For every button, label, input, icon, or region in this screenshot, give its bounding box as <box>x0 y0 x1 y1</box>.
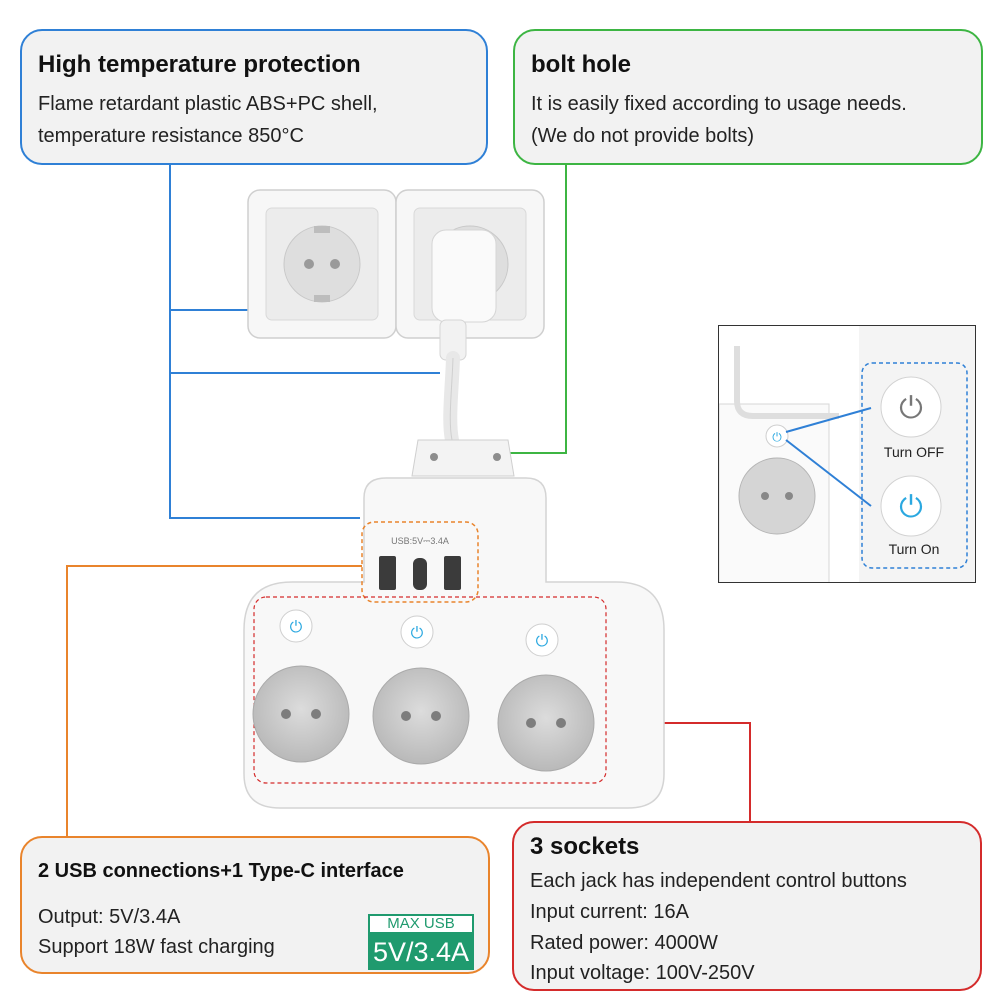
sockets-callout-line: Input current: 16A <box>530 901 689 923</box>
usb-a-port <box>444 556 461 590</box>
socket-3: ⏻ <box>497 623 595 772</box>
sockets-callout-title: 3 sockets <box>530 833 640 860</box>
usb-c-port <box>413 558 427 590</box>
temperature-callout-line: Flame retardant plastic ABS+PC shell, <box>38 93 378 115</box>
power-plug <box>431 229 497 447</box>
turn-on-label: Turn On <box>888 541 940 557</box>
svg-text:⏻: ⏻ <box>899 490 923 525</box>
socket-1: ⏻ <box>252 609 350 763</box>
bolt-hole-bracket <box>411 439 515 477</box>
bolt-hole-callout-line: It is easily fixed according to usage ne… <box>531 93 907 115</box>
svg-text:⏻: ⏻ <box>411 623 424 642</box>
socket-2: ⏻ <box>372 615 470 765</box>
max-usb-badge: MAX USB 5V/3.4A <box>368 914 474 970</box>
sockets-callout-line: Input voltage: 100V-250V <box>530 962 755 984</box>
temperature-connector <box>169 165 360 519</box>
usb-a-port <box>379 556 396 590</box>
usb-callout-title: 2 USB connections+1 Type-C interface <box>38 860 404 882</box>
usb-ports-area: USB:5V⎓3.4A <box>361 521 479 603</box>
turn-off-button-icon <box>880 376 942 438</box>
max-usb-badge-value: 5V/3.4A <box>368 934 474 970</box>
svg-text:⏻: ⏻ <box>536 631 549 650</box>
turn-off-label: Turn OFF <box>883 444 945 460</box>
bolt-hole-callout-title: bolt hole <box>531 51 631 78</box>
sockets-callout: 3 sockets Each jack has independent cont… <box>512 821 982 991</box>
svg-text:⏻: ⏻ <box>899 391 923 426</box>
max-usb-badge-label: MAX USB <box>368 914 474 934</box>
usb-callout-line: Output: 5V/3.4A <box>38 906 181 928</box>
temperature-callout-line: temperature resistance 850°C <box>38 125 304 147</box>
sockets-callout-line: Each jack has independent control button… <box>530 870 907 892</box>
usb-rating-label: USB:5V⎓3.4A <box>391 536 449 546</box>
svg-text:⏻: ⏻ <box>290 617 303 636</box>
wall-socket-left <box>247 189 397 339</box>
sockets-callout-line: Rated power: 4000W <box>530 932 718 954</box>
bolt-hole-connector <box>500 165 567 454</box>
bolt-hole-callout: bolt hole It is easily fixed according t… <box>513 29 983 165</box>
temperature-callout-title: High temperature protection <box>38 51 361 78</box>
usb-callout-line: Support 18W fast charging <box>38 936 275 958</box>
usb-connector <box>66 565 362 836</box>
button-detail-inset: ⏻ ⏻ ⏻ Turn OFF Turn On <box>718 325 976 583</box>
sockets-area-outline <box>253 596 607 784</box>
temperature-callout: High temperature protection Flame retard… <box>20 29 488 165</box>
turn-on-button-icon <box>880 475 942 537</box>
button-detail-illustration: ⏻ ⏻ ⏻ <box>719 326 975 582</box>
bolt-hole-callout-line: (We do not provide bolts) <box>531 125 755 147</box>
svg-text:⏻: ⏻ <box>772 430 782 444</box>
